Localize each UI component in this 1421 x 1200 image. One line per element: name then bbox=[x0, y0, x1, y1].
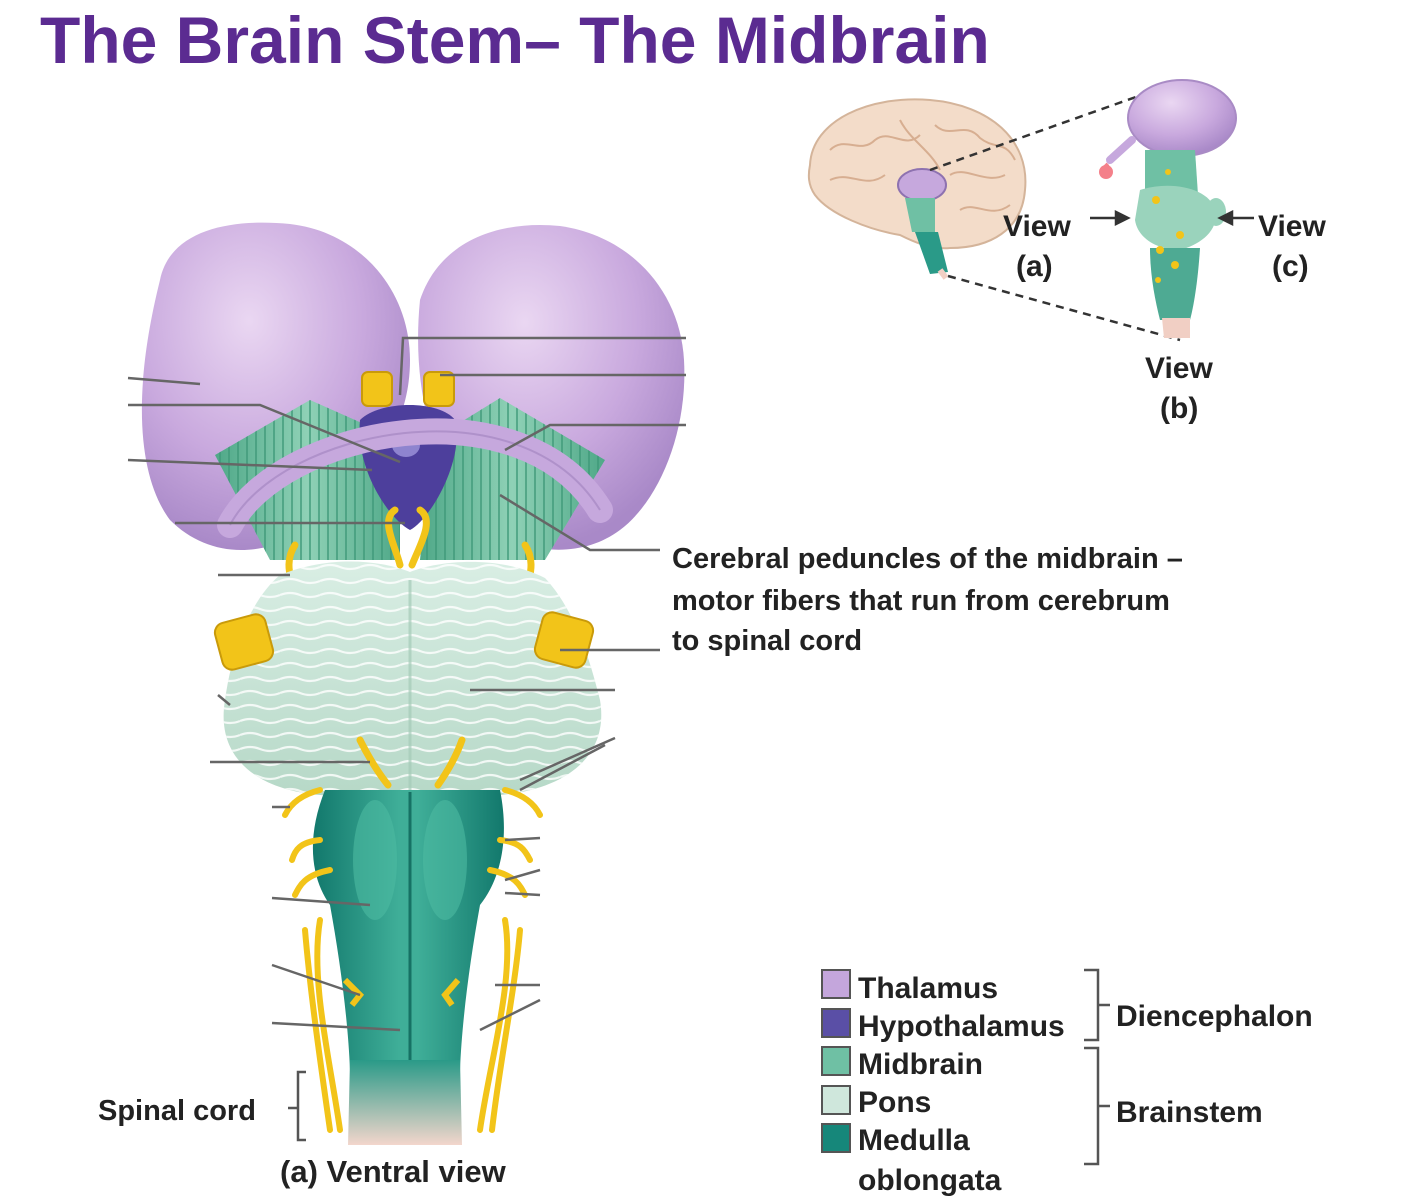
spinal-cord-label: Spinal cord bbox=[98, 1095, 256, 1127]
legend-swatch-midbrain bbox=[821, 1046, 851, 1076]
legend-label-medulla: Medulla bbox=[858, 1124, 970, 1157]
legend-swatch-thalamus bbox=[821, 969, 851, 999]
legend: Thalamus Hypothalamus Midbrain Pons Medu… bbox=[821, 968, 1313, 1197]
trigeminal-nerve-left bbox=[213, 613, 275, 671]
inset-view-c-letter: (c) bbox=[1272, 250, 1309, 283]
legend-swatch-hypothalamus bbox=[821, 1008, 851, 1038]
inset-view-arrows bbox=[1090, 209, 1254, 227]
inset-view-b-word: View bbox=[1145, 352, 1213, 385]
legend-label-pons: Pons bbox=[858, 1086, 931, 1119]
callout-line-1: Cerebral peduncles of the midbrain – bbox=[672, 543, 1183, 575]
inset-view-a-word: View bbox=[1003, 210, 1071, 243]
callout-line-3: to spinal cord bbox=[672, 625, 862, 657]
legend-label-medulla-line-2: oblongata bbox=[858, 1164, 1002, 1197]
callout-line-2: motor fibers that run from cerebrum bbox=[672, 585, 1170, 617]
legend-label-thalamus: Thalamus bbox=[858, 972, 998, 1005]
legend-bracket-brainstem bbox=[1084, 1046, 1110, 1166]
ventral-view-caption: (a) Ventral view bbox=[280, 1154, 507, 1189]
legend-bracket-diencephalon bbox=[1084, 968, 1110, 1042]
legend-swatch-pons bbox=[821, 1085, 851, 1115]
leader-lines bbox=[127, 336, 686, 1032]
page-title: The Brain Stem– The Midbrain bbox=[40, 3, 990, 77]
inset-view-b-letter: (b) bbox=[1160, 392, 1198, 425]
legend-group-diencephalon: Diencephalon bbox=[1116, 1000, 1313, 1033]
legend-group-brainstem: Brainstem bbox=[1116, 1096, 1263, 1129]
inset-brainstem bbox=[1099, 79, 1237, 338]
legend-label-hypothalamus: Hypothalamus bbox=[858, 1010, 1065, 1043]
inset-view-c-word: View bbox=[1258, 210, 1326, 243]
spinal-cord-bracket bbox=[288, 1070, 306, 1142]
legend-label-midbrain: Midbrain bbox=[858, 1048, 983, 1081]
inset-whole-brain bbox=[807, 98, 1027, 280]
inset-view-a-letter: (a) bbox=[1016, 250, 1053, 283]
legend-swatch-medulla bbox=[821, 1123, 851, 1153]
medulla-oblongata bbox=[312, 790, 504, 1070]
trigeminal-nerve-right bbox=[533, 611, 595, 669]
inset-zoom-lines bbox=[929, 90, 1181, 342]
spinal-cord-shape bbox=[348, 1060, 462, 1145]
optic-nerve-left bbox=[361, 371, 393, 407]
pons bbox=[223, 561, 602, 799]
optic-nerve-right bbox=[423, 371, 455, 407]
